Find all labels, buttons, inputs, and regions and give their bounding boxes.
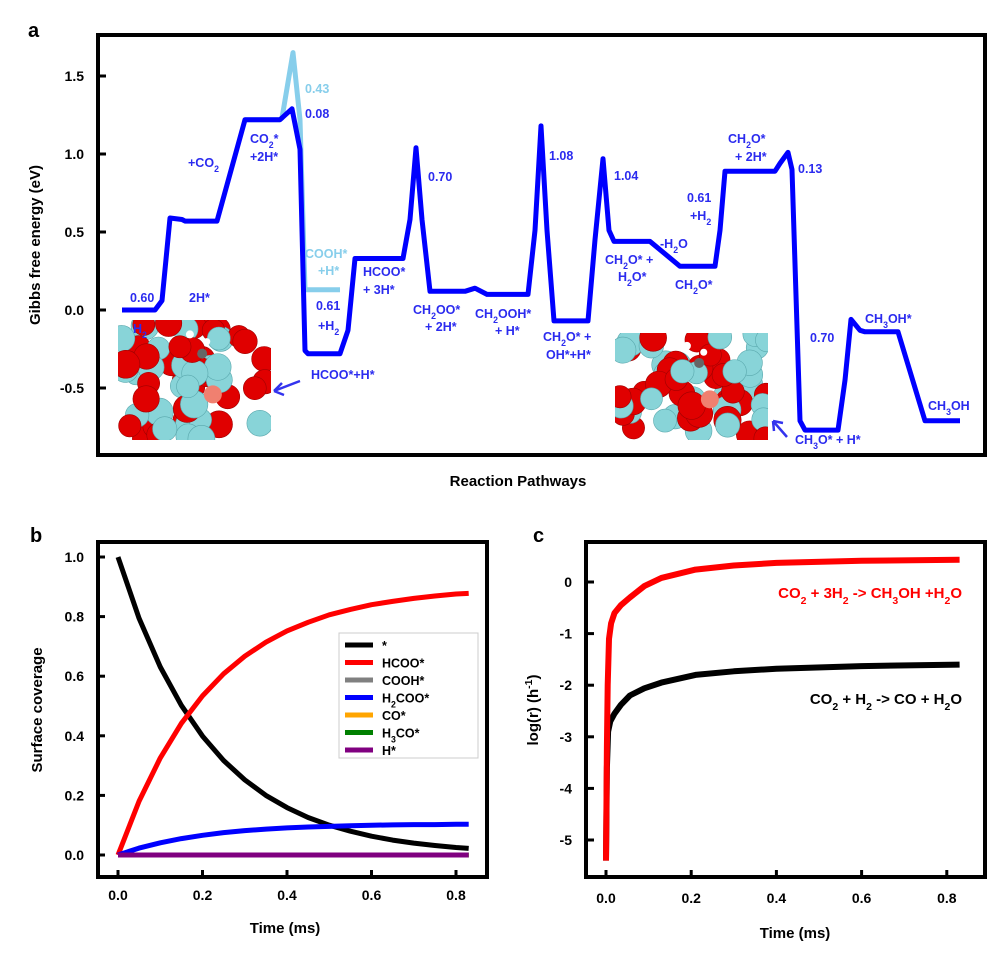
y-tick-label: -2 (560, 677, 573, 693)
legend-label: CO* (382, 709, 406, 723)
hcoo-structure-inset (118, 320, 271, 440)
legend-label: HCOO* (382, 657, 425, 671)
annotation-label: +CO2 (188, 156, 219, 174)
y-tick-label: -5 (560, 832, 573, 848)
annotation-label: 0.43 (305, 82, 329, 96)
annotation-label: + H* (495, 324, 520, 338)
annotation-label: COOH* (305, 247, 348, 261)
annotation-label: CH2O* (728, 132, 766, 150)
series-label-co: CO2 + H2 -> CO + H2O (810, 691, 963, 713)
x-tick-label: 0.6 (362, 887, 382, 903)
legend: * HCOO* COOH* H2COO*CO* H3CO*H* (338, 632, 479, 759)
annotation-label: CH2O* (675, 278, 713, 296)
annotation-label: HCOO* (363, 265, 406, 279)
y-tick-label: -4 (560, 780, 573, 796)
y-tick-label: -0.5 (60, 380, 84, 396)
coverage-line-0 (115, 556, 469, 851)
annotation-label: + 2H* (735, 150, 767, 164)
panel-c-frame (584, 540, 987, 879)
annotation-label: CH3OH* (865, 312, 912, 330)
panel-b-ylabel: Surface coverage (29, 647, 46, 772)
arrow-icon (771, 419, 788, 438)
annotation-label: -H2O (660, 237, 688, 255)
annotation-label: 0.08 (305, 107, 329, 121)
annotation-label: OH*+H* (546, 348, 591, 362)
annotation-label: HCOO*+H* (311, 368, 375, 382)
y-tick-label: 1.0 (65, 146, 85, 162)
x-tick-label: 0.6 (852, 890, 872, 906)
y-tick-label: 0.0 (65, 302, 85, 318)
panel-c-reaction-rate: 0 -1 -2 -3 -4 -5 0.0 0.2 0.4 0.6 0.8 Time (ms) log… (523, 540, 987, 942)
x-tick-label: 0.4 (767, 890, 787, 906)
annotation-label: 2H* (189, 291, 210, 305)
annotation-label: CH3O* + H* (795, 433, 861, 451)
annotation-label: 0.13 (798, 162, 822, 176)
y-tick-label: 0.4 (65, 728, 85, 744)
panel-c-ylabel: log(r) (h-1) (523, 675, 542, 746)
annotation-label: 1.08 (549, 149, 573, 163)
x-tick-label: 0.2 (193, 887, 213, 903)
formate-pathway-line (122, 106, 960, 433)
annotation-label: 0.60 (130, 291, 154, 305)
coverage-line-3 (117, 821, 469, 858)
annotation-label: 0.61 (687, 191, 711, 205)
ch3o-structure-inset (615, 333, 768, 440)
legend-label: H3CO* (382, 727, 420, 745)
y-tick-label: -3 (560, 729, 573, 745)
annotation-label: + 2H* (425, 320, 457, 334)
panel-letter-a: a (28, 20, 40, 42)
methanol-rate-line (603, 556, 960, 861)
x-tick-label: 0.0 (596, 890, 616, 906)
panel-a-ylabel: Gibbs free energy (eV) (27, 165, 44, 325)
y-tick-label: 0.2 (65, 787, 85, 803)
y-tick-label: 0.8 (65, 609, 85, 625)
panel-letter-c: c (533, 525, 544, 547)
annotation-label: CH2O* + (605, 253, 653, 271)
annotation-label: 0.70 (810, 331, 834, 345)
panel-b-xlabel: Time (ms) (250, 920, 321, 937)
annotation-label: CH2OOH* (475, 307, 531, 325)
annotation-label: H2 (133, 322, 147, 340)
y-tick-label: -1 (560, 626, 573, 642)
panel-c-xlabel: Time (ms) (760, 925, 831, 942)
annotation-label: 0.61 (316, 299, 340, 313)
annotation-label: +2H* (250, 150, 278, 164)
annotation-label: H2O* (618, 270, 647, 288)
legend-label: * (382, 639, 387, 653)
y-tick-label: 0.0 (65, 847, 85, 863)
x-tick-label: 0.8 (937, 890, 957, 906)
panel-a-xlabel: Reaction Pathways (450, 473, 587, 490)
x-tick-label: 0.2 (681, 890, 701, 906)
annotation-label: 0.70 (428, 170, 452, 184)
series-label-methanol: CO2 + 3H2 -> CH3OH +H2O (778, 585, 962, 607)
arrow-icon (273, 379, 301, 397)
annotation-label: + 3H* (363, 283, 395, 297)
coverage-line-1 (115, 590, 469, 856)
annotation-label: CH3OH (928, 399, 970, 417)
y-tick-label: 0.6 (65, 668, 85, 684)
y-tick-label: 1.5 (65, 68, 85, 84)
annotation-label: +H2 (690, 209, 711, 227)
panel-letter-b: b (30, 525, 42, 547)
annotation-label: +H* (318, 264, 339, 278)
x-tick-label: 0.8 (446, 887, 466, 903)
x-tick-label: 0.0 (108, 887, 128, 903)
annotation-label: 1.04 (614, 169, 638, 183)
y-tick-label: 1.0 (65, 549, 85, 565)
legend-label: H* (382, 744, 396, 758)
y-tick-label: 0 (564, 574, 572, 590)
annotation-label: CH2OO* (413, 303, 460, 321)
panel-b-frame (96, 540, 489, 879)
legend-label: COOH* (382, 674, 425, 688)
annotation-label: CO2* (250, 132, 279, 150)
structure-insets (118, 320, 768, 440)
legend-label: H2COO* (382, 692, 429, 710)
panel-b-surface-coverage: 1.0 0.8 0.6 0.4 0.2 0.0 0.0 0.2 0.4 0.6 0.8 Time (… (29, 540, 489, 937)
y-tick-label: 0.5 (65, 224, 85, 240)
x-tick-label: 0.4 (277, 887, 297, 903)
annotation-label: CH2O* + (543, 330, 591, 348)
annotation-label: +H2 (318, 319, 339, 337)
panel-a-frame (96, 33, 987, 457)
